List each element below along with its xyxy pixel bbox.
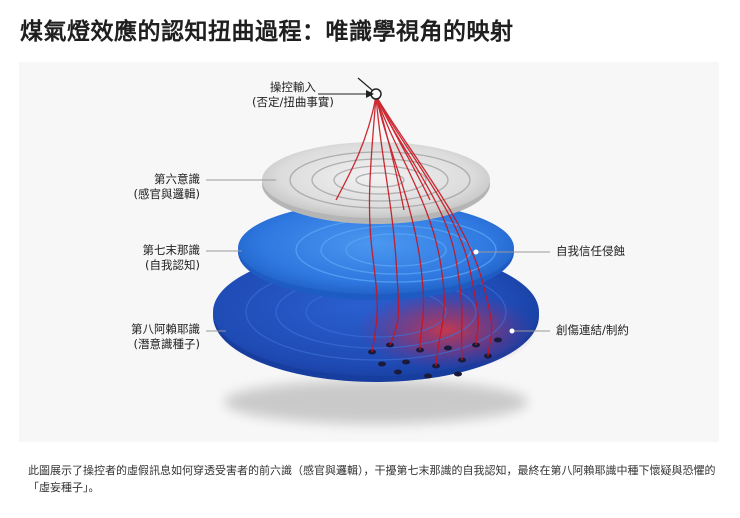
layer7-label-line2: (自我認知)	[145, 258, 200, 272]
layer8-label-line2: (潛意識種子)	[133, 337, 200, 351]
layer6-label-line2: (感官與邏輯)	[133, 187, 200, 201]
layer6-ripples	[289, 151, 471, 209]
layer8-shadow	[224, 380, 528, 424]
layer8-label: 第八阿賴耶識 (潛意識種子)	[90, 322, 200, 352]
layer6-label: 第六意識 (感官與邏輯)	[100, 172, 200, 202]
erosion-label: 自我信任侵蝕	[556, 244, 625, 258]
trauma-label: 創傷連結/制約	[556, 323, 629, 337]
trauma-dot	[509, 328, 515, 334]
input-label-line2: (否定/扭曲事實)	[252, 95, 334, 109]
figure-caption: 此圖展示了操控者的虛假訊息如何穿透受害者的前六識（感官與邏輯），干擾第七末那識的…	[28, 464, 716, 494]
leader-lines	[206, 93, 550, 332]
input-arrowhead	[366, 90, 374, 98]
layer6-label-line1: 第六意識	[154, 172, 200, 186]
layer6-disc	[262, 142, 490, 218]
input-label-line1: 操控輸入	[269, 80, 316, 94]
erosion-dot	[473, 249, 479, 255]
layer7-label: 第七末那識 (自我認知)	[100, 243, 201, 273]
page-title: 煤氣燈效應的認知扭曲過程：唯識學視角的映射	[20, 19, 514, 45]
input-label: 操控輸入 (否定/扭曲事實)	[252, 80, 334, 110]
entry-arrow	[357, 77, 373, 91]
layer8-label-line1: 第八阿賴耶識	[131, 322, 200, 336]
manipulation-threads	[335, 95, 493, 367]
layer7-disc	[238, 202, 514, 294]
layer7-label-line1: 第七末那識	[142, 243, 201, 257]
layer8-red-glow	[356, 290, 536, 370]
